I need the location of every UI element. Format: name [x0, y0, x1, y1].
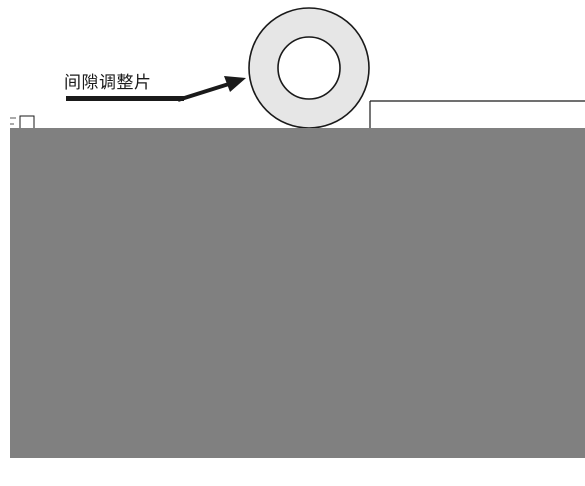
- shim-inner-hole: [277, 36, 341, 100]
- redaction-mask: [10, 128, 585, 458]
- label-underline: [66, 96, 184, 101]
- arrow-right-up-icon: [177, 76, 246, 102]
- shim-washer: [248, 7, 370, 129]
- shim-label: 间隙调整片: [64, 73, 152, 93]
